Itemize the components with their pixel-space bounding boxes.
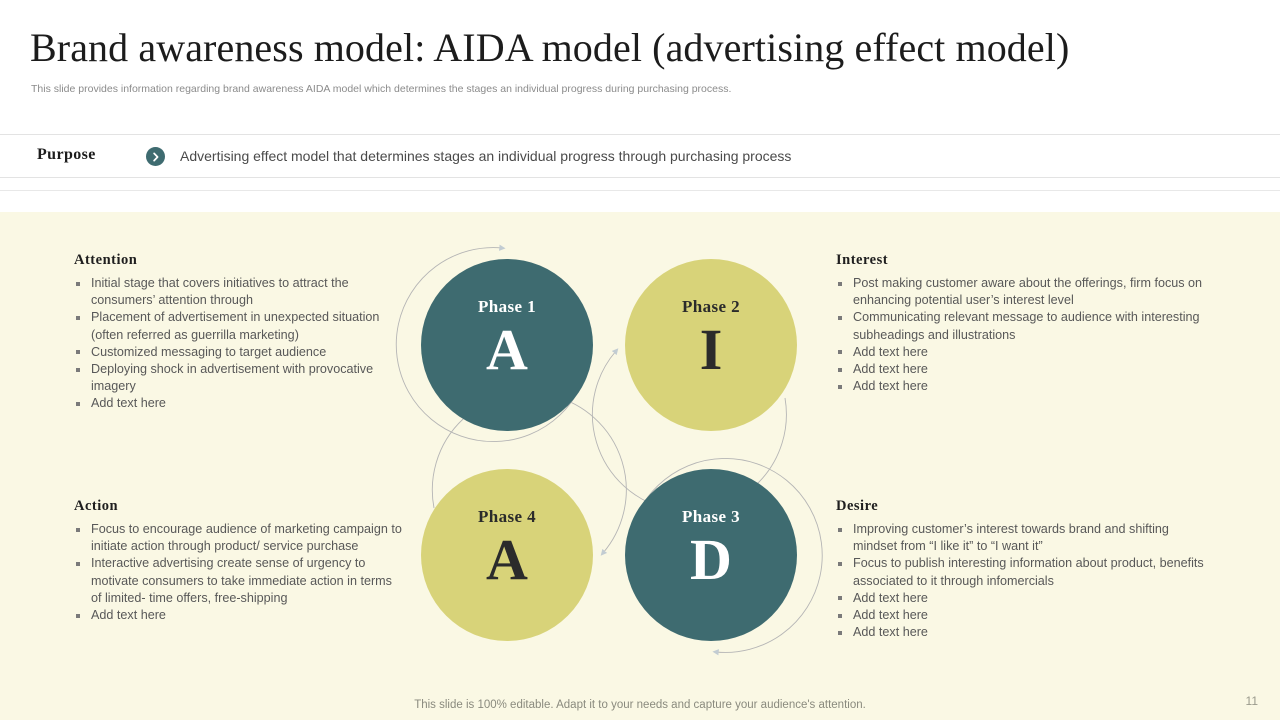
phase-letter: A [486,527,528,592]
phase-circle-1[interactable]: Phase 1 A [421,259,593,431]
phase-label: Phase 4 [477,507,537,526]
phase-letter: I [699,317,723,382]
list-item: Initial stage that covers initiatives to… [74,275,384,309]
phase-circle-2[interactable]: Phase 2 I [625,259,797,431]
phase-label: Phase 1 [477,297,537,316]
list-item: Add text here [836,590,1216,607]
section-attention: Attention Initial stage that covers init… [74,252,384,413]
arc-arrow-3 [637,458,823,656]
list-item: Add text here [836,624,1216,641]
phase-letter: A [486,317,528,382]
footer-note: This slide is 100% editable. Adapt it to… [414,699,866,711]
page-number: 11 [1245,694,1258,708]
bullet-list-desire: Improving customer’s interest towards br… [836,521,1216,641]
aida-cycle-diagram: Phase 1 A Phase 2 I Phase 3 D Phase 4 A [390,228,840,688]
list-item: Add text here [836,361,1216,378]
list-item: Add text here [74,607,404,624]
section-title-action: Action [74,498,119,514]
page-title: Brand awareness model: AIDA model (adver… [30,25,1070,70]
chevron-right-circle-icon [146,147,165,166]
bullet-list-interest: Post making customer aware about the off… [836,275,1216,395]
purpose-text: Advertising effect model that determines… [180,148,792,164]
section-interest: Interest Post making customer aware abou… [836,252,1216,395]
list-item: Improving customer’s interest towards br… [836,521,1216,555]
list-item: Customized messaging to target audience [74,344,384,361]
list-item: Focus to encourage audience of marketing… [74,521,404,555]
section-title-interest: Interest [836,252,889,268]
list-item: Deploying shock in advertisement with pr… [74,361,384,395]
list-item: Placement of advertisement in unexpected… [74,309,384,343]
page-subtitle: This slide provides information regardin… [31,83,732,95]
list-item: Add text here [836,378,1216,395]
phase-label: Phase 3 [681,507,741,526]
section-action: Action Focus to encourage audience of ma… [74,498,404,624]
header-divider [0,190,1280,191]
list-item: Add text here [836,607,1216,624]
list-item: Interactive advertising create sense of … [74,555,404,607]
phase-label: Phase 2 [681,297,741,316]
list-item: Focus to publish interesting information… [836,555,1216,589]
phase-circle-4[interactable]: Phase 4 A [421,469,593,641]
list-item: Communicating relevant message to audien… [836,309,1216,343]
list-item: Add text here [836,344,1216,361]
purpose-band: Purpose Advertising effect model that de… [0,134,1280,178]
bullet-list-action: Focus to encourage audience of marketing… [74,521,404,624]
section-title-desire: Desire [836,498,879,514]
list-item: Post making customer aware about the off… [836,275,1216,309]
phase-circle-3[interactable]: Phase 3 D [625,469,797,641]
bullet-list-attention: Initial stage that covers initiatives to… [74,275,384,413]
slide-header: Brand awareness model: AIDA model (adver… [0,0,1280,128]
section-title-attention: Attention [74,252,138,268]
arc-arrow-1 [395,244,581,443]
list-item: Add text here [74,395,384,412]
phase-letter: D [690,527,732,592]
purpose-label: Purpose [37,146,96,163]
section-desire: Desire Improving customer’s interest tow… [836,498,1216,641]
